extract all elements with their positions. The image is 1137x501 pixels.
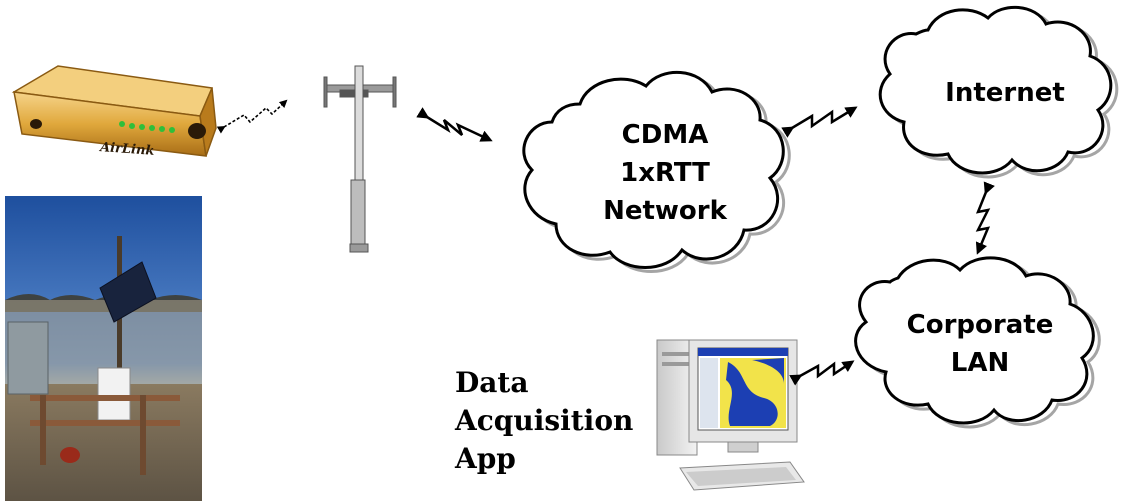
airlink-modem-icon [11,65,217,157]
internet-label-line-1: Internet [945,78,1065,108]
cdma-label-line-1: CDMA [621,120,709,150]
link-cdma-internet [781,106,858,138]
link-lan-computer [789,360,855,386]
lan-label-line-2: LAN [950,348,1010,378]
internet-label: Internet [905,74,1105,112]
field-site-photo-icon [5,196,202,501]
app-label-line-1: Data [455,366,529,399]
app-label-line-2: Acquisition [455,404,634,437]
app-label-line-3: App [455,442,516,475]
link-internet-lan [975,181,995,255]
lan-label-line-1: Corporate [906,310,1054,340]
cdma-label-line-3: Network [603,196,727,226]
link-modem-tower [216,99,288,134]
cdma-network-label: CDMA 1xRTT Network [560,116,770,230]
link-tower-cdma [416,107,493,142]
desktop-computer-icon [656,339,805,491]
cell-tower-icon [323,65,397,253]
cdma-label-line-2: 1xRTT [620,158,710,188]
corporate-lan-label: Corporate LAN [880,306,1080,382]
data-acquisition-app-label: Data Acquisition App [455,364,633,478]
